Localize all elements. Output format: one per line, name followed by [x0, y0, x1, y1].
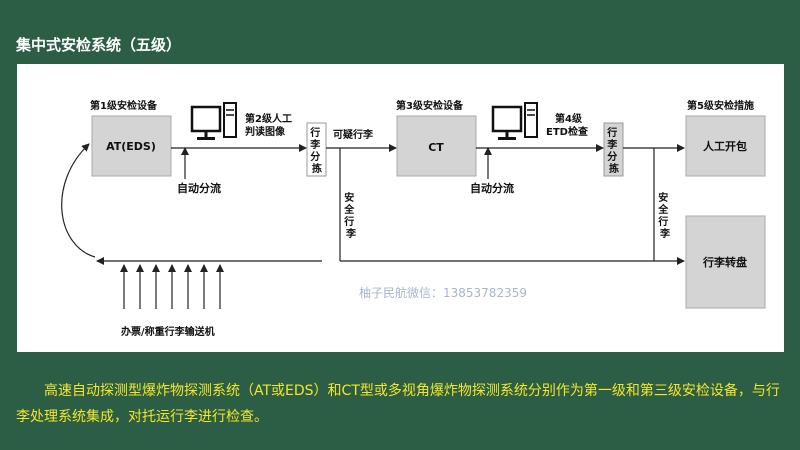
baggage-screening-diagram: 第1级安检设备 AT(EDS) 自动分流 第2级人工 判读图像 行 李 分 拣: [61, 99, 766, 338]
level5-label: 第5级安检措施: [687, 99, 754, 112]
level4-label-line1: 第4级: [555, 112, 583, 125]
auto-divert-2-label: 自动分流: [470, 181, 514, 195]
level1-label: 第1级安检设备: [90, 99, 158, 112]
watermark: 柚子民航微信：13853782359: [359, 285, 527, 300]
level3-device-box: [396, 115, 477, 177]
manual-open-label: 人工开包: [703, 139, 747, 153]
sorter2-label: 行 李 分 拣: [606, 126, 620, 175]
level2-label-line1: 第2级人工: [245, 112, 292, 125]
safe-bag-2-label: 安 全 行 李: [657, 191, 671, 240]
diagram-panel: 第1级安检设备 AT(EDS) 自动分流 第2级人工 判读图像 行 李 分 拣: [17, 64, 784, 352]
suspicious-bag-label: 可疑行李: [333, 128, 374, 141]
check-in-label: 办票/称重行李输送机: [121, 325, 215, 338]
sorter1-box: [306, 122, 327, 177]
level1-device-box: [91, 115, 172, 177]
level2-label-line2: 判读图像: [245, 125, 286, 138]
carousel-box: [685, 215, 766, 309]
level1-device-label: AT(EDS): [106, 140, 156, 153]
conveyor-feed-arrow: [61, 143, 96, 258]
slide-title: 集中式安检系统（五级）: [16, 36, 182, 54]
manual-open-box: [685, 115, 766, 177]
carousel-label: 行李转盘: [702, 255, 747, 269]
check-in-arrows: [120, 264, 224, 309]
sorter2-box: [603, 122, 624, 177]
level3-label: 第3级安检设备: [396, 99, 464, 112]
caption-text: 高速自动探测型爆炸物探测系统（AT或EDS）和CT型或多视角爆炸物探测系统分别作…: [16, 383, 780, 425]
safe-bag-1-label: 安 全 行 李: [343, 191, 357, 240]
level3-device-label: CT: [428, 141, 444, 154]
sorter1-label: 行 李 分 拣: [309, 126, 323, 175]
computer-icon: [491, 102, 538, 140]
auto-divert-1-label: 自动分流: [177, 181, 221, 195]
computer-icon: [190, 102, 237, 140]
level4-label-line2: ETD检查: [546, 125, 589, 138]
